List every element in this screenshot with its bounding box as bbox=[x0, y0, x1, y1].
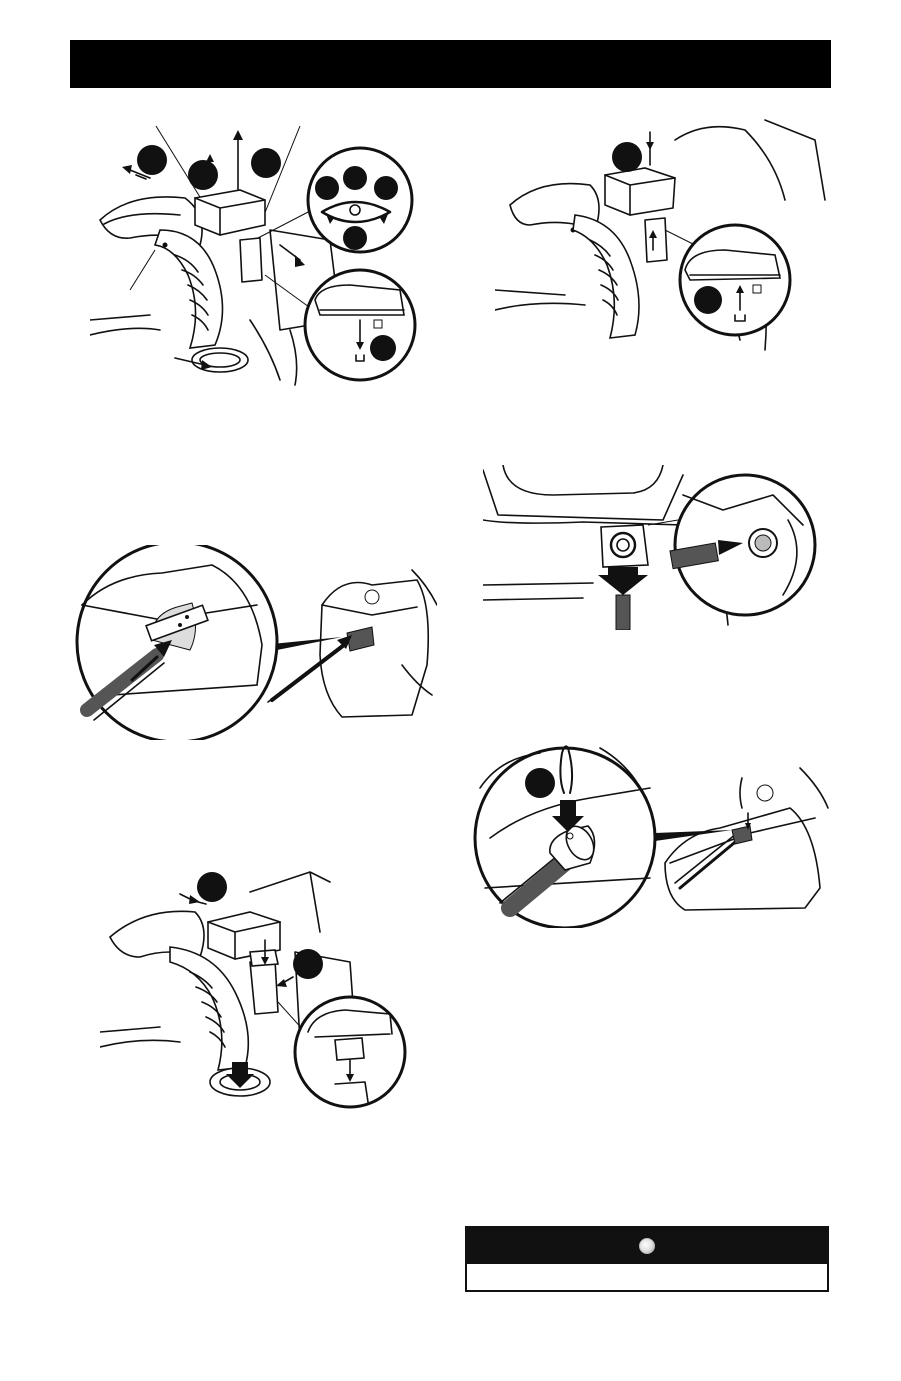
circle-dot-icon bbox=[639, 1238, 655, 1254]
notice-box bbox=[465, 1226, 829, 1292]
figure-install-chute-assembly bbox=[100, 862, 435, 1112]
figure-remove-chute-assembly bbox=[90, 120, 420, 395]
figure-remove-chute-cover bbox=[495, 100, 835, 360]
figure-insert-rod-left bbox=[72, 545, 437, 740]
figure-insert-hairpin-clip bbox=[470, 738, 830, 928]
notice-header bbox=[467, 1228, 827, 1264]
section-header-bar bbox=[70, 40, 831, 88]
figure-insert-rod-underside bbox=[483, 465, 818, 630]
